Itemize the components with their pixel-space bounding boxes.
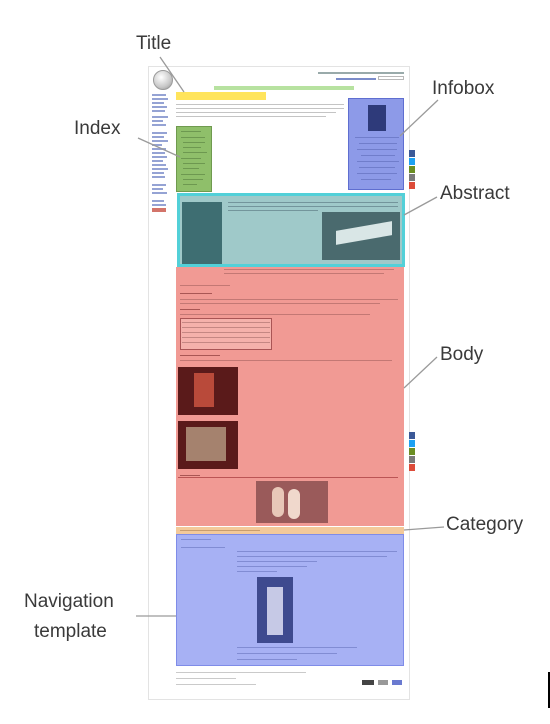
share-icon[interactable] [409,440,415,447]
label-body: Body [440,344,484,365]
label-title: Title [136,33,172,54]
category-region [176,527,404,534]
share-icon[interactable] [409,456,415,463]
share-icon[interactable] [409,182,415,189]
body-region [176,267,404,526]
infobox-region [348,98,404,190]
title-region [176,92,266,100]
share-icon[interactable] [409,150,415,157]
index-region [176,126,212,192]
label-infobox: Infobox [432,78,495,99]
label-category: Category [446,514,524,535]
share-icon[interactable] [409,464,415,471]
share-icon[interactable] [409,448,415,455]
label-index: Index [74,118,121,139]
share-icon[interactable] [409,174,415,181]
left-sidebar [150,68,172,628]
label-abstract: Abstract [440,183,510,204]
label-template: template [34,621,107,642]
share-icon[interactable] [409,432,415,439]
share-icon[interactable] [409,158,415,165]
share-icon[interactable] [409,166,415,173]
wiki-logo-icon [153,70,173,90]
navigation-template-region [176,534,404,666]
abstract-region [177,193,405,267]
label-navigation: Navigation [24,591,114,612]
